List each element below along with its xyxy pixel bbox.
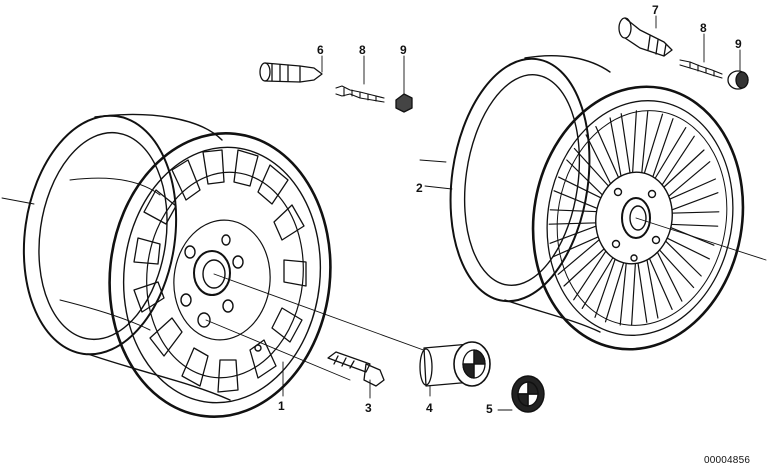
spoke — [604, 260, 627, 326]
callout-2: 2 — [416, 181, 423, 195]
callout-5: 5 — [486, 402, 493, 416]
spoke — [595, 117, 622, 180]
callout-3: 3 — [365, 401, 372, 415]
valve-6 — [259, 62, 323, 83]
spoke — [573, 134, 613, 189]
spoke — [552, 235, 602, 275]
spoke — [549, 190, 600, 213]
spoke — [663, 236, 710, 277]
valve-cap-9-left — [395, 93, 413, 113]
spoke — [651, 118, 687, 181]
spoke — [563, 246, 608, 301]
callout-1: 1 — [278, 399, 285, 413]
spoke — [666, 161, 716, 201]
valve-7 — [618, 17, 673, 57]
spoke — [558, 159, 605, 200]
spoke — [655, 247, 695, 302]
hub-cap-4 — [419, 341, 491, 387]
valve-cap-9-right — [727, 70, 749, 90]
emblem-5 — [511, 375, 545, 413]
callout-7: 7 — [652, 3, 659, 17]
diagram-code: 00004856 — [704, 455, 751, 466]
left-wheel-rim — [22, 113, 332, 418]
spoke — [631, 260, 648, 326]
wheel-bolt-3 — [327, 351, 385, 387]
spoke — [669, 192, 720, 214]
spoke — [548, 222, 599, 244]
callout-8-right: 8 — [700, 21, 707, 35]
callout-8-left: 8 — [359, 43, 366, 57]
valve-core-8-left — [335, 85, 385, 103]
right-wheel-rim — [449, 55, 745, 351]
valve-core-8-right — [679, 59, 723, 79]
callout-6: 6 — [317, 43, 324, 57]
spoke — [620, 110, 637, 176]
spoke — [646, 256, 673, 319]
spoke — [581, 255, 617, 318]
callout-9-left: 9 — [400, 43, 407, 57]
center-lines — [1, 159, 767, 381]
callout-9-right: 9 — [735, 37, 742, 51]
spoke — [660, 135, 705, 190]
callout-4: 4 — [426, 401, 433, 415]
spoke — [641, 110, 664, 176]
